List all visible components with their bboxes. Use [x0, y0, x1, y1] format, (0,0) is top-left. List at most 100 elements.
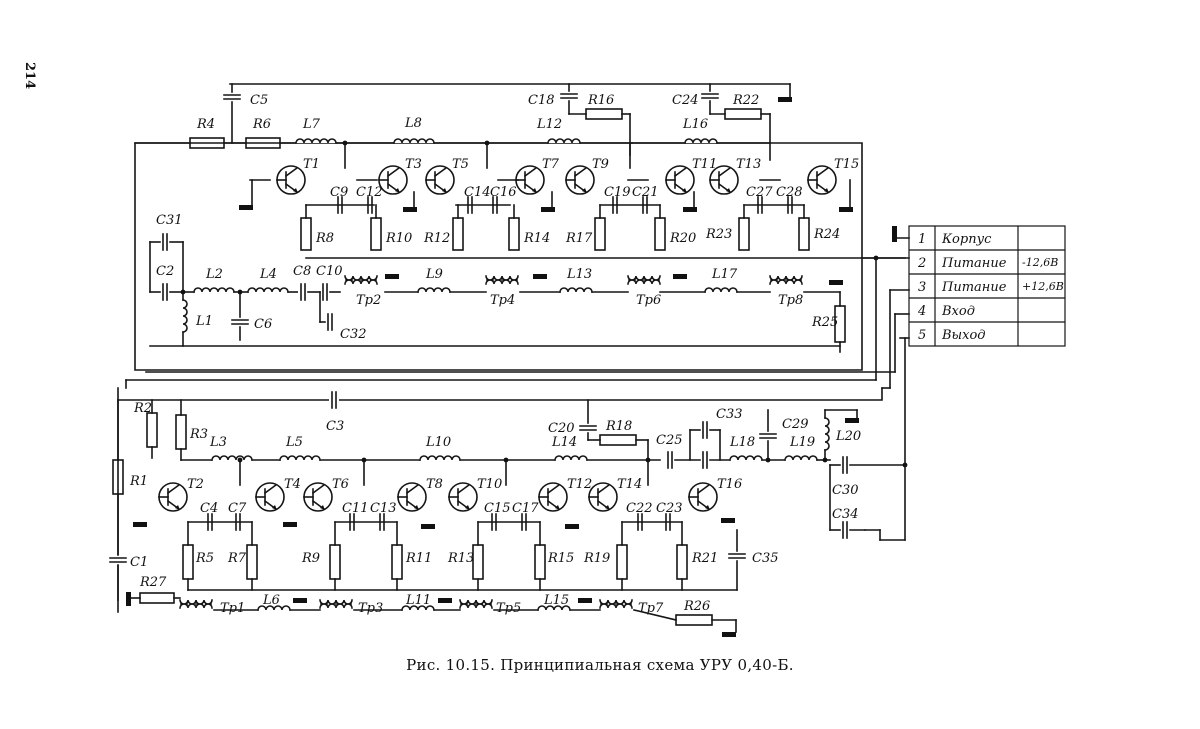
pin-number: 1 — [918, 232, 926, 247]
component-label: C10 — [316, 264, 343, 279]
capacitor-gap — [840, 456, 850, 474]
pin-number: 3 — [918, 280, 926, 295]
component-label: L5 — [285, 435, 303, 450]
component-label: C9 — [330, 185, 348, 200]
ground-symbol — [578, 598, 592, 603]
component-label: Tp1 — [220, 601, 245, 616]
transformer-coil — [628, 280, 660, 284]
capacitor-gap — [298, 283, 308, 301]
component-label: R2 — [133, 401, 152, 416]
component-label: C18 — [528, 93, 555, 108]
ground-symbol — [403, 207, 417, 212]
component-label: R5 — [195, 551, 214, 566]
component-label: T12 — [567, 477, 592, 492]
resistor — [676, 615, 712, 625]
component-label: T9 — [592, 157, 609, 172]
ground-symbol — [438, 598, 452, 603]
component-label: C24 — [672, 93, 699, 108]
connector-row-1: 1 Корпус — [918, 232, 992, 247]
resistor — [453, 218, 463, 250]
ground-symbol — [541, 207, 555, 212]
component-label: C4 — [200, 501, 218, 516]
resistor — [330, 545, 340, 579]
ground-symbol — [239, 205, 253, 210]
component-label: C28 — [776, 185, 803, 200]
resistor — [725, 109, 761, 119]
pin-name: Выход — [941, 328, 986, 343]
transformer-coil — [770, 280, 802, 284]
component-label: C12 — [356, 185, 383, 200]
pin-number: 4 — [917, 304, 926, 319]
component-label: C8 — [293, 264, 311, 279]
capacitor-gap — [325, 313, 335, 331]
component-label: L16 — [682, 117, 708, 132]
component-label: L13 — [566, 267, 592, 282]
component-label: R20 — [669, 231, 696, 246]
component-label: C15 — [484, 501, 511, 516]
component-label: C13 — [370, 501, 397, 516]
component-label: L8 — [404, 116, 422, 131]
component-label: T3 — [405, 157, 422, 172]
component-label: T16 — [717, 477, 742, 492]
capacitor-gap — [728, 551, 746, 561]
resistor — [595, 218, 605, 250]
component-label: R12 — [423, 231, 450, 246]
pin-name: Питание — [941, 256, 1007, 271]
component-label: L7 — [302, 117, 321, 132]
resistor — [473, 545, 483, 579]
component-label: R11 — [405, 551, 432, 566]
component-label: R9 — [301, 551, 320, 566]
component-label: C31 — [156, 213, 183, 228]
component-label: R15 — [547, 551, 574, 566]
chassis-ground-symbol — [892, 226, 897, 242]
resistor — [586, 109, 622, 119]
component-label: R8 — [315, 231, 334, 246]
component-label: R21 — [691, 551, 718, 566]
pin-number: 2 — [917, 256, 926, 271]
component-label: L9 — [425, 267, 443, 282]
pin-name: Корпус — [941, 232, 992, 247]
component-label: C19 — [604, 185, 631, 200]
component-label: R23 — [705, 227, 732, 242]
component-label: R10 — [385, 231, 412, 246]
component-label: C14 — [464, 185, 491, 200]
resistor — [509, 218, 519, 250]
component-label: L14 — [551, 435, 577, 450]
component-label: C32 — [340, 327, 367, 342]
component-label: C21 — [632, 185, 659, 200]
component-label: R18 — [605, 419, 632, 434]
component-label: R25 — [811, 315, 838, 330]
component-label: C7 — [228, 501, 247, 516]
transformer-coil — [600, 604, 632, 608]
component-label: R6 — [252, 117, 271, 132]
ground-symbol — [533, 274, 547, 279]
component-label: L20 — [835, 429, 861, 444]
resistor — [392, 545, 402, 579]
inductor — [825, 418, 829, 450]
capacitor-gap — [223, 92, 241, 102]
ground-symbol — [421, 524, 435, 529]
resistor — [799, 218, 809, 250]
component-label: R22 — [732, 93, 759, 108]
component-label: Tp6 — [636, 293, 661, 308]
ground-symbol — [683, 207, 697, 212]
component-label: C16 — [490, 185, 517, 200]
capacitor-gap — [160, 283, 170, 301]
capacitor-gap — [700, 451, 710, 469]
resistor — [600, 435, 636, 445]
capacitor-gap — [759, 431, 777, 441]
ground-symbol — [133, 522, 147, 527]
pin-number: 5 — [918, 328, 926, 343]
component-label: C35 — [752, 551, 779, 566]
capacitor-gap — [579, 423, 597, 433]
component-label: R7 — [227, 551, 247, 566]
board-outline — [118, 388, 882, 400]
component-label: R14 — [523, 231, 550, 246]
component-label: R1 — [129, 474, 148, 489]
component-label: L11 — [405, 593, 431, 608]
component-label: Tp5 — [496, 601, 521, 616]
pin-name: Вход — [941, 304, 975, 319]
ground-symbol — [283, 522, 297, 527]
resistor — [617, 545, 627, 579]
